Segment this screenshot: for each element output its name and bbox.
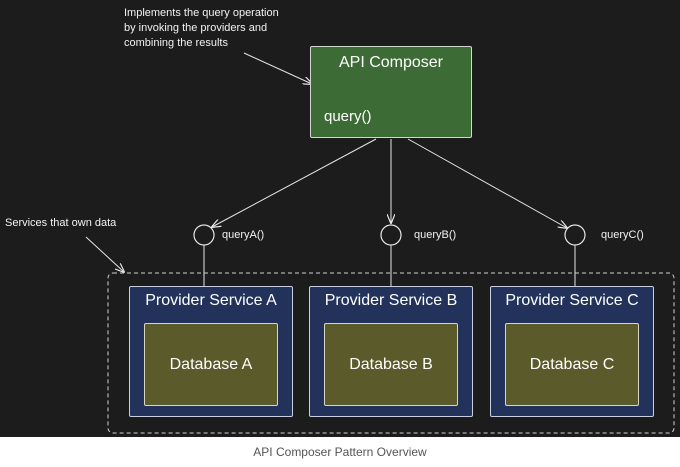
services-group-boundary	[107, 272, 675, 434]
figure-caption: API Composer Pattern Overview	[253, 445, 427, 459]
provider-service-c-title: Provider Service C	[505, 292, 639, 309]
diagram-canvas: Implements the query operation by invoki…	[0, 0, 680, 437]
composer-note-arrow	[243, 52, 312, 84]
api-composer-title: API Composer	[338, 54, 444, 71]
database-c: Database C	[505, 323, 639, 406]
call-arrow-c	[407, 138, 567, 228]
composer-note-line-1: Implements the query operation	[124, 7, 279, 19]
database-a: Database A	[144, 323, 278, 406]
api-composer-operation: query()	[324, 108, 372, 125]
provider-service-b: Provider Service B Database B	[309, 286, 473, 417]
provider-service-b-title: Provider Service B	[324, 292, 458, 309]
composer-note: Implements the query operation by invoki…	[124, 6, 279, 51]
composer-note-line-3: combining the results	[124, 37, 228, 49]
composer-note-line-2: by invoking the providers and	[124, 22, 268, 34]
provider-service-c: Provider Service C Database C	[490, 286, 654, 417]
interface-circle-b	[380, 224, 402, 246]
interface-label-b: queryB()	[414, 229, 457, 241]
services-note-arrow	[85, 236, 124, 272]
call-arrow-a	[212, 138, 377, 227]
api-composer-box: API Composer query()	[310, 46, 472, 138]
database-b: Database B	[324, 323, 458, 406]
provider-service-a: Provider Service A Database A	[129, 286, 293, 417]
interface-circle-a	[193, 224, 215, 246]
interface-label-c: queryC()	[601, 229, 644, 241]
interface-label-a: queryA()	[222, 229, 265, 241]
services-note: Services that own data	[5, 217, 117, 229]
interface-circle-c	[564, 224, 586, 246]
provider-service-a-title: Provider Service A	[145, 292, 277, 309]
connector-layer	[85, 52, 675, 434]
